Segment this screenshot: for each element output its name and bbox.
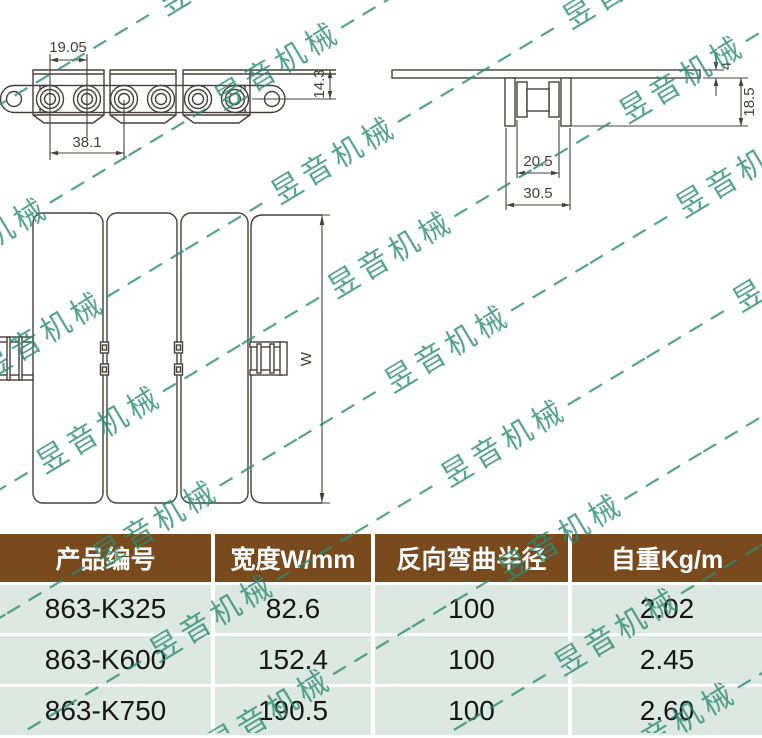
plate-1	[32, 212, 104, 504]
spec-table: 产品编号 宽度W/mm 反向弯曲半径 自重Kg/m 863-K325 82.6 …	[0, 534, 762, 738]
header-width: 宽度W/mm	[215, 534, 371, 582]
header-weight: 自重Kg/m	[572, 534, 762, 582]
dim-pitch: 19.05	[49, 39, 87, 56]
dim-outer-width: 30.5	[523, 185, 552, 202]
dim-section-height: 18.5	[741, 87, 758, 116]
table-row: 863-K600 152.4 100 2.45	[0, 636, 762, 684]
dim-plate-thickness: 4	[718, 62, 735, 70]
cell-width: 82.6	[215, 585, 371, 633]
plate-section	[391, 69, 701, 79]
left-chain-link	[0, 336, 34, 381]
plate-3	[180, 212, 249, 504]
dim-double-pitch: 38.1	[72, 134, 101, 151]
cell-product-code: 863-K325	[0, 585, 211, 633]
section-view-dimensions: 20.5 30.5 4 18.5	[505, 52, 758, 210]
table-row: 863-K750 190.5 100 2.60	[0, 687, 762, 735]
side-view: 19.05 38.1 14.3	[0, 39, 336, 160]
cell-bend-radius: 100	[375, 585, 568, 633]
spec-table-header-row: 产品编号 宽度W/mm 反向弯曲半径 自重Kg/m	[0, 534, 762, 582]
chain-rollers	[5, 84, 281, 114]
cell-bend-radius: 100	[375, 636, 568, 684]
cell-bend-radius: 100	[375, 687, 568, 735]
table-row: 863-K325 82.6 100 2.02	[0, 585, 762, 633]
cell-product-code: 863-K750	[0, 687, 211, 735]
dim-width-label: W	[298, 351, 315, 366]
plate-2	[106, 212, 178, 504]
top-view: W	[0, 212, 330, 504]
cell-width: 152.4	[215, 636, 371, 684]
dim-plate-height: 14.3	[311, 69, 328, 98]
dim-inner-width: 20.5	[523, 153, 552, 170]
cell-weight: 2.60	[572, 687, 762, 735]
cell-weight: 2.02	[572, 585, 762, 633]
section-view: 20.5 30.5 4 18.5	[391, 52, 758, 210]
header-bend-radius: 反向弯曲半径	[375, 534, 568, 582]
cell-width: 190.5	[215, 687, 371, 735]
cell-weight: 2.45	[572, 636, 762, 684]
cell-product-code: 863-K600	[0, 636, 211, 684]
header-product-code: 产品编号	[0, 534, 211, 582]
technical-drawing: 19.05 38.1 14.3 20.5	[0, 39, 758, 504]
roller-section	[526, 88, 550, 112]
